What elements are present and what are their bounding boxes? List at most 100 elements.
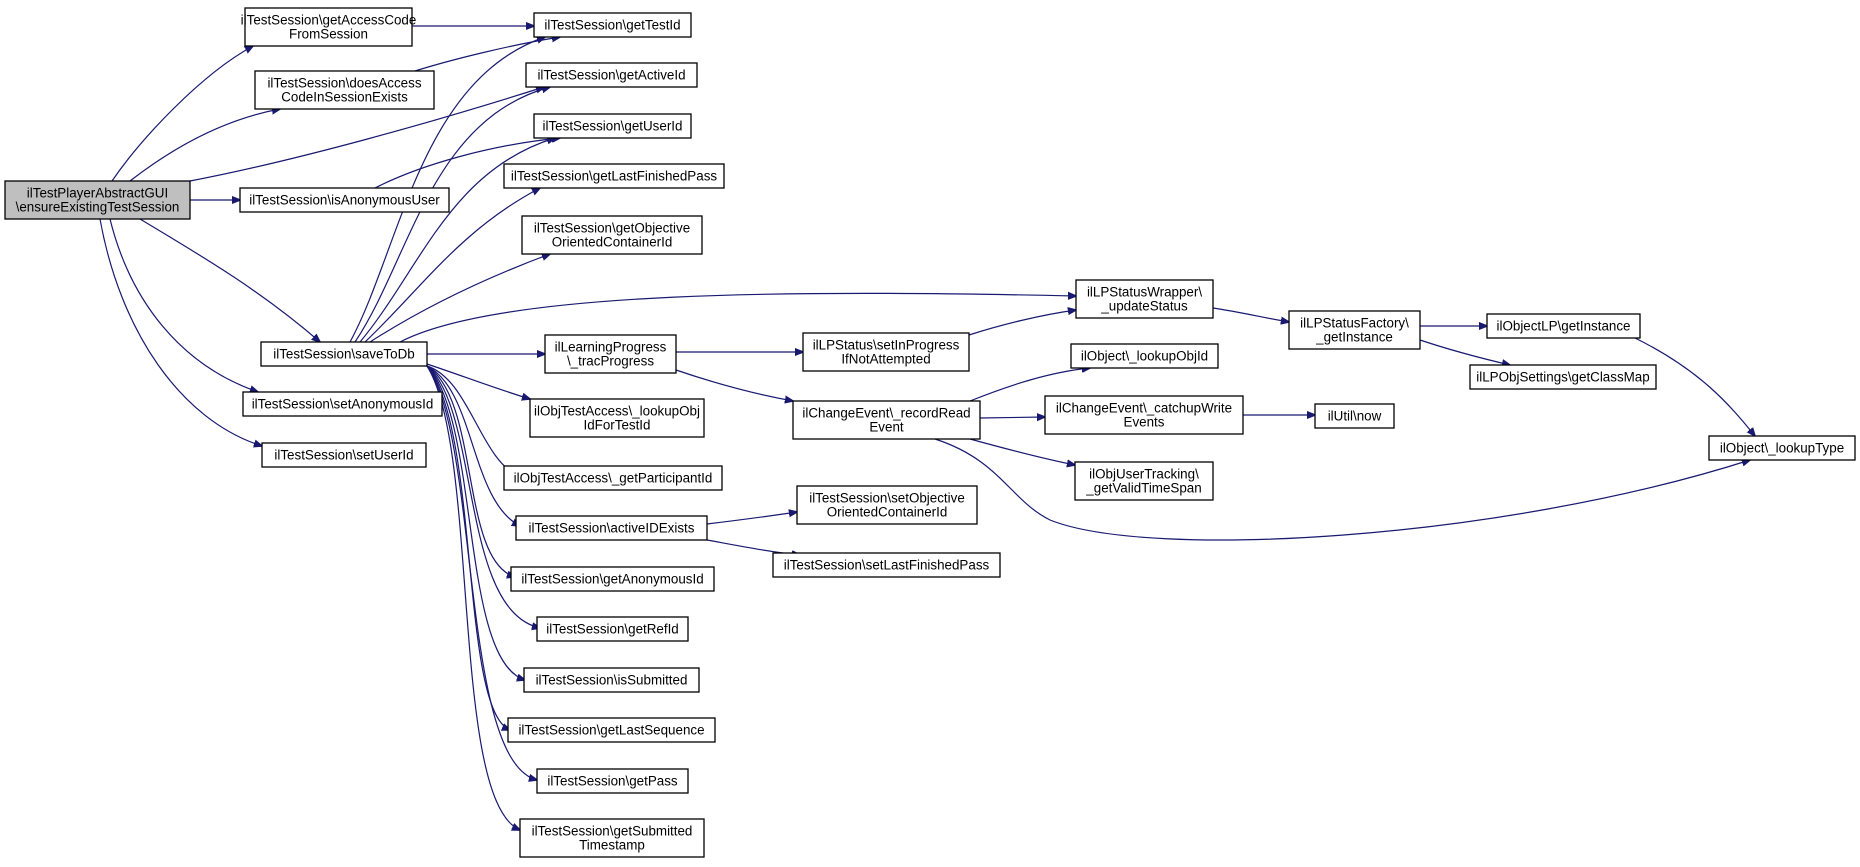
node-label-getValidTimeSpan-0: ilObjUserTracking\ xyxy=(1089,467,1199,482)
node-box-getUserId xyxy=(533,113,692,139)
node-getLastFinishedPass[interactable]: ilTestSession\getLastFinishedPass xyxy=(503,163,725,189)
node-saveToDb[interactable]: ilTestSession\saveToDb xyxy=(260,341,428,367)
node-getTestId[interactable]: ilTestSession\getTestId xyxy=(533,12,692,38)
node-getPass[interactable]: ilTestSession\getPass xyxy=(536,768,689,794)
edge-root-to-getActiveId xyxy=(189,87,544,182)
node-box-setLastFinishedPass xyxy=(772,552,1001,578)
node-objectLPGetInstance[interactable]: ilObjectLP\getInstance xyxy=(1486,313,1641,339)
edge-root-to-getAccessCodeFromSession xyxy=(111,46,253,182)
edge-saveToDb-to-getUserId xyxy=(359,138,555,343)
node-getUserId[interactable]: ilTestSession\getUserId xyxy=(533,113,692,139)
node-setLastFinishedPass[interactable]: ilTestSession\setLastFinishedPass xyxy=(772,552,1001,578)
node-label-isSubmitted-0: ilTestSession\isSubmitted xyxy=(536,673,688,688)
node-getRefId[interactable]: ilTestSession\getRefId xyxy=(536,616,689,642)
node-label-getSubmittedTimestamp-1: Timestamp xyxy=(579,838,645,853)
node-label-updateStatus-1: _updateStatus xyxy=(1100,299,1188,314)
node-box-isSubmitted xyxy=(523,667,700,693)
node-label-updateStatus-0: ilLPStatusWrapper\ xyxy=(1087,285,1202,300)
edge-isAnonymousUser-to-getUserId xyxy=(374,138,560,189)
edge-activeIDExists-to-setObjectiveOrientedContainerId xyxy=(706,512,797,525)
node-label-lookupObjIdForTestId-1: IdForTestId xyxy=(584,418,651,433)
node-isAnonymousUser[interactable]: ilTestSession\isAnonymousUser xyxy=(239,187,450,213)
node-label-doesAccessCodeInSessionExists-1: CodeInSessionExists xyxy=(281,90,408,105)
edge-saveToDb-to-isSubmitted xyxy=(426,365,525,680)
node-box-getSubmittedTimestamp xyxy=(519,818,705,858)
node-box-getTestId xyxy=(533,12,692,38)
node-box-root xyxy=(4,180,191,220)
node-label-getAccessCodeFromSession-0: ilTestSession\getAccessCode xyxy=(241,13,417,28)
node-getParticipantId[interactable]: ilObjTestAccess\_getParticipantId xyxy=(503,465,723,491)
node-getValidTimeSpan[interactable]: ilObjUserTracking\_getValidTimeSpan xyxy=(1074,461,1214,501)
edge-recordReadEvent-to-lookupType xyxy=(934,438,1750,541)
edge-lpStatusFactoryGetInstance-to-getClassMap xyxy=(1419,339,1510,365)
node-box-doesAccessCodeInSessionExists xyxy=(254,70,435,110)
node-label-catchupWriteEvents-0: ilChangeEvent\_catchupWrite xyxy=(1056,401,1232,416)
node-getLastSequence[interactable]: ilTestSession\getLastSequence xyxy=(507,717,716,743)
edge-updateStatus-to-lpStatusFactoryGetInstance xyxy=(1212,307,1289,322)
node-label-activeIDExists-0: ilTestSession\activeIDExists xyxy=(529,521,695,536)
edges-layer xyxy=(99,26,1755,830)
edge-root-to-doesAccessCodeInSessionExists xyxy=(129,109,280,182)
edge-saveToDb-to-getTestId xyxy=(349,37,545,343)
node-activeIDExists[interactable]: ilTestSession\activeIDExists xyxy=(515,515,708,541)
edge-objectLPGetInstance-to-lookupType xyxy=(1634,337,1755,436)
node-getAnonymousId[interactable]: ilTestSession\getAnonymousId xyxy=(510,566,715,592)
edge-saveToDb-to-updateStatus xyxy=(399,293,1076,343)
edge-tracProgress-to-recordReadEvent xyxy=(675,369,793,401)
node-label-now-0: ilUtil\now xyxy=(1328,409,1382,424)
node-lookupType[interactable]: ilObject\_lookupType xyxy=(1708,435,1856,461)
node-label-getObjectiveOrientedContainerId-1: OrientedContainerId xyxy=(552,235,673,250)
node-getClassMap[interactable]: ilLPObjSettings\getClassMap xyxy=(1469,364,1657,390)
node-label-getUserId-0: ilTestSession\getUserId xyxy=(543,119,683,134)
node-box-setUserId xyxy=(261,442,427,468)
node-doesAccessCodeInSessionExists[interactable]: ilTestSession\doesAccessCodeInSessionExi… xyxy=(254,70,435,110)
edge-recordReadEvent-to-lookupObjId xyxy=(969,368,1090,402)
node-box-getObjectiveOrientedContainerId xyxy=(521,215,703,255)
node-box-isAnonymousUser xyxy=(239,187,450,213)
node-label-catchupWriteEvents-1: Events xyxy=(1124,415,1165,430)
node-label-saveToDb-0: ilTestSession\saveToDb xyxy=(273,347,414,362)
edge-root-to-saveToDb xyxy=(139,218,320,342)
node-tracProgress[interactable]: ilLearningProgress\_tracProgress xyxy=(544,334,677,374)
node-label-getTestId-0: ilTestSession\getTestId xyxy=(544,18,680,33)
node-label-tracProgress-0: ilLearningProgress xyxy=(555,340,667,355)
edge-saveToDb-to-lookupObjIdForTestId xyxy=(426,363,530,399)
node-box-lookupObjIdForTestId xyxy=(529,398,705,438)
node-label-getSubmittedTimestamp-0: ilTestSession\getSubmitted xyxy=(532,824,693,839)
node-label-getClassMap-0: ilLPObjSettings\getClassMap xyxy=(1476,370,1649,385)
node-setAnonymousId[interactable]: ilTestSession\setAnonymousId xyxy=(242,391,443,417)
node-label-setLastFinishedPass-0: ilTestSession\setLastFinishedPass xyxy=(784,558,990,573)
node-setObjectiveOrientedContainerId[interactable]: ilTestSession\setObjectiveOrientedContai… xyxy=(796,485,978,525)
node-label-recordReadEvent-0: ilChangeEvent\_recordRead xyxy=(802,406,970,421)
node-box-objectLPGetInstance xyxy=(1486,313,1641,339)
nodes-layer: ilTestPlayerAbstractGUI\ensureExistingTe… xyxy=(4,7,1856,858)
node-label-setAnonymousId-0: ilTestSession\setAnonymousId xyxy=(252,397,434,412)
node-lookupObjId[interactable]: ilObject\_lookupObjId xyxy=(1070,343,1219,369)
node-now[interactable]: ilUtil\now xyxy=(1314,403,1395,429)
node-box-catchupWriteEvents xyxy=(1044,395,1244,435)
node-updateStatus[interactable]: ilLPStatusWrapper\_updateStatus xyxy=(1075,279,1214,319)
node-box-getParticipantId xyxy=(503,465,723,491)
node-isSubmitted[interactable]: ilTestSession\isSubmitted xyxy=(523,667,700,693)
node-setUserId[interactable]: ilTestSession\setUserId xyxy=(261,442,427,468)
node-label-lookupType-0: ilObject\_lookupType xyxy=(1720,441,1844,456)
node-getObjectiveOrientedContainerId[interactable]: ilTestSession\getObjectiveOrientedContai… xyxy=(521,215,703,255)
node-root[interactable]: ilTestPlayerAbstractGUI\ensureExistingTe… xyxy=(4,180,191,220)
node-box-lookupObjId xyxy=(1070,343,1219,369)
node-label-getValidTimeSpan-1: _getValidTimeSpan xyxy=(1085,481,1201,496)
node-box-getClassMap xyxy=(1469,364,1657,390)
node-box-getActiveId xyxy=(525,62,698,88)
node-lpStatusFactoryGetInstance[interactable]: ilLPStatusFactory\_getInstance xyxy=(1288,310,1421,350)
edge-saveToDb-to-getActiveId xyxy=(354,87,550,343)
edge-saveToDb-to-getLastFinishedPass xyxy=(364,188,540,343)
node-getActiveId[interactable]: ilTestSession\getActiveId xyxy=(525,62,698,88)
node-box-saveToDb xyxy=(260,341,428,367)
node-label-getLastFinishedPass-0: ilTestSession\getLastFinishedPass xyxy=(511,169,717,184)
node-label-getParticipantId-0: ilObjTestAccess\_getParticipantId xyxy=(514,471,713,486)
